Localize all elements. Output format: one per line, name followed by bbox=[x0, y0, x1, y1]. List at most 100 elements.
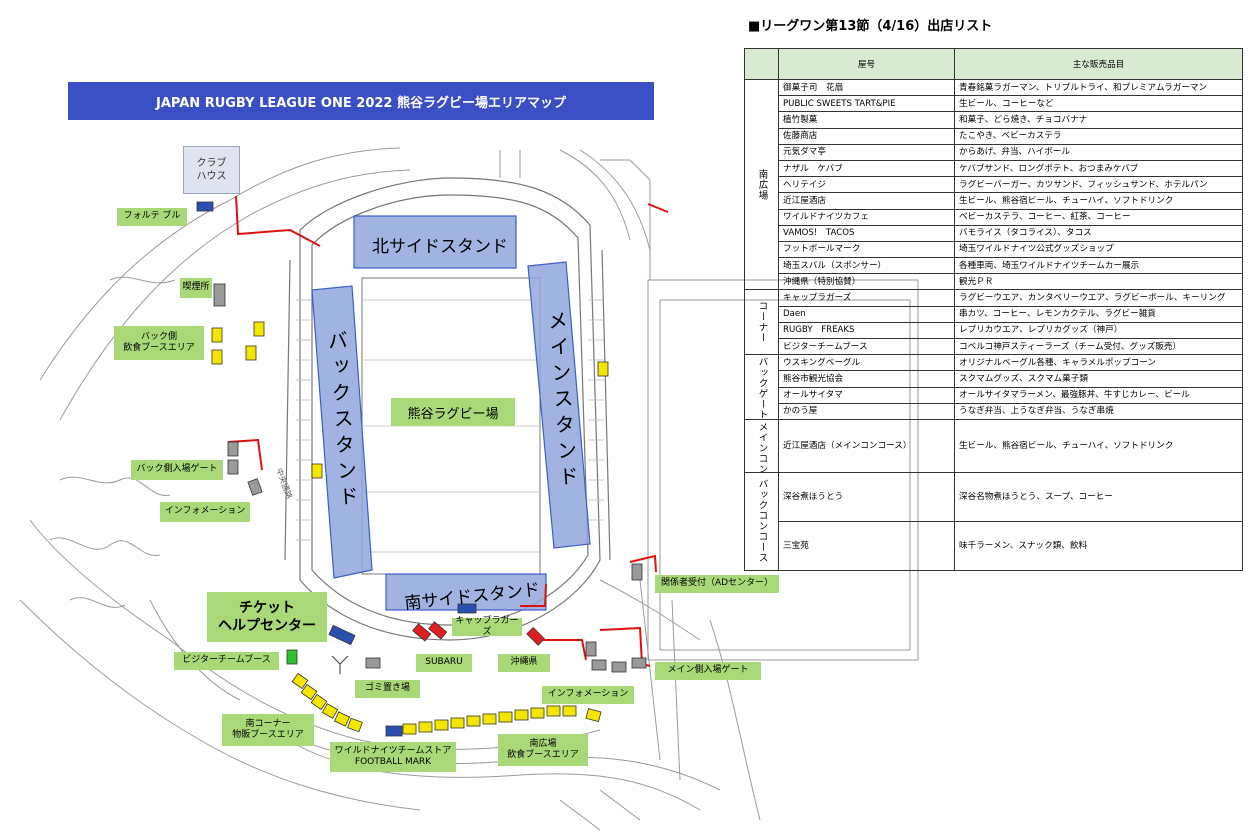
table-row: 埼玉スバル（スポンサー）各種車両、埼玉ワイルドナイツチームカー展示 bbox=[745, 257, 1243, 275]
main-stand bbox=[527, 261, 591, 549]
map-title-banner: JAPAN RUGBY LEAGUE ONE 2022 熊谷ラグビー場エリアマッ… bbox=[68, 82, 654, 120]
shop-name-cell: ウスキングベーグル bbox=[778, 354, 955, 372]
shop-items-cell: 串カツ、コーヒー、レモンカクテル、ラグビー雑貨 bbox=[954, 305, 1243, 323]
shop-name-cell: PUBLIC SWEETS TART&PIE bbox=[778, 95, 955, 113]
shop-name-cell: フットボールマーク bbox=[778, 240, 955, 259]
shop-items-cell: 和菓子、どら焼き、チョコバナナ bbox=[954, 111, 1243, 129]
label-ticket-help-center: チケット ヘルプセンター bbox=[207, 592, 327, 642]
label-team-store: ワイルドナイツチームストア FOOTBALL MARK bbox=[330, 742, 456, 772]
shop-name-cell: 御菓子司 花扇 bbox=[778, 78, 955, 97]
shop-name-cell: VAMOS! TACOS bbox=[778, 224, 955, 242]
label-garbage: ゴミ置き場 bbox=[355, 680, 420, 698]
shop-items-cell: オリジナルベーグル各種、キャラメルポップコーン bbox=[954, 354, 1243, 372]
shop-name-cell: オールサイタマ bbox=[778, 386, 955, 404]
table-row: フットボールマーク埼玉ワイルドナイツ公式グッズショップ bbox=[745, 240, 1243, 259]
shop-items-cell: ベビーカステラ、コーヒー、紅茶、コーヒー bbox=[954, 208, 1243, 226]
table-row: 沖縄県（特別協賛）観光ＰＲ bbox=[745, 273, 1243, 291]
label-okinawa: 沖縄県 bbox=[498, 654, 550, 672]
clubhouse-label: クラブ ハウス bbox=[183, 146, 240, 194]
table-row: コーナーキャップラガーズラグビーウエア、カンタベリーウエア、ラグビーボール、キー… bbox=[744, 289, 1243, 356]
table-row: オールサイタマオールサイタマラーメン、最強豚丼、牛すじカレー、ビール bbox=[745, 386, 1243, 404]
label-back-gate: バック側入場ゲート bbox=[131, 460, 223, 480]
shop-items-cell: オールサイタマラーメン、最強豚丼、牛すじカレー、ビール bbox=[954, 386, 1243, 404]
shop-name-cell: 熊谷市観光協会 bbox=[778, 370, 955, 388]
shop-name-cell: 近江屋酒店 bbox=[778, 192, 955, 210]
label-main-gate: メイン側入場ゲート bbox=[655, 662, 761, 680]
shop-name-cell: 植竹製菓 bbox=[778, 111, 955, 129]
shop-items-cell: レプリカウエア、レプリカグッズ（神戸） bbox=[954, 321, 1243, 340]
area-cell: コーナー bbox=[744, 289, 779, 356]
label-back-food-area: バック側 飲食ブースエリア bbox=[114, 326, 204, 360]
table-row: 三宝苑味千ラーメン、スナック類、飲料 bbox=[745, 520, 1243, 571]
booths-red bbox=[412, 621, 546, 646]
table-row: ビジターチームブースコベルコ神戸スティーラーズ（チーム受付、グッズ販売） bbox=[745, 337, 1243, 356]
area-cell: バックコンコース bbox=[744, 471, 779, 571]
shop-items-cell: 青春銘菓ラガーマン、トリプルトライ、和プレミアムラガーマン bbox=[954, 78, 1243, 97]
shop-name-cell: ビジターチームブース bbox=[778, 337, 955, 356]
area-cell: バックゲート bbox=[744, 354, 779, 420]
table-row: かのう屋うなぎ弁当、上うなぎ弁当、うなぎ串焼 bbox=[745, 402, 1243, 420]
shop-list-table: 屋号 主な販売品目 南広場御菓子司 花扇青春銘菓ラガーマン、トリプルトライ、和プ… bbox=[744, 48, 1243, 571]
back-stand bbox=[311, 285, 373, 579]
shop-items-cell: 深谷名物煮ほうとう、スープ、コーヒー bbox=[954, 471, 1243, 522]
table-row: 南広場御菓子司 花扇青春銘菓ラガーマン、トリプルトライ、和プレミアムラガーマン bbox=[744, 78, 1243, 291]
table-row: バックコンコース深谷煮ほうとう深谷名物煮ほうとう、スープ、コーヒー bbox=[744, 471, 1243, 571]
table-row: 佐藤商店たこやき、ベビーカステラ bbox=[745, 127, 1243, 145]
shop-items-cell: 各種車両、埼玉ワイルドナイツチームカー展示 bbox=[954, 257, 1243, 275]
shop-name-cell: 沖縄県（特別協賛） bbox=[778, 273, 955, 291]
table-row: ヘリテイジラグビーバーガー、カツサンド、フィッシュサンド、ホテルパン bbox=[745, 176, 1243, 194]
shop-name-cell: 三宝苑 bbox=[778, 520, 955, 571]
shop-items-cell: からあげ、弁当、ハイボール bbox=[954, 143, 1243, 161]
north-stand-label: 北サイドスタンド bbox=[372, 237, 508, 257]
shop-name-cell: 深谷煮ほうとう bbox=[778, 471, 955, 522]
shop-list-title: ■リーグワン第13節（4/16）出店リスト bbox=[748, 19, 993, 34]
shop-name-cell: Daen bbox=[778, 305, 955, 323]
booths-yellow bbox=[211, 321, 609, 735]
shop-name-cell: ワイルドナイツカフェ bbox=[778, 208, 955, 226]
table-row: 植竹製菓和菓子、どら焼き、チョコバナナ bbox=[745, 111, 1243, 129]
pitch-lines bbox=[362, 299, 540, 553]
shop-items-cell: 味千ラーメン、スナック類、飲料 bbox=[954, 520, 1243, 571]
shop-name-cell: 近江屋酒店（メインコンコース） bbox=[778, 418, 955, 473]
table-row: 元気ダマ亭からあげ、弁当、ハイボール bbox=[745, 143, 1243, 161]
field-label: 熊谷ラグビー場 bbox=[391, 398, 515, 426]
stadium-outline bbox=[284, 177, 611, 641]
label-info-west: インフォメーション bbox=[160, 502, 250, 522]
shop-items-cell: 生ビール、熊谷宿ビール、チューハイ、ソフトドリンク bbox=[954, 192, 1243, 210]
shop-items-cell: 生ビール、熊谷宿ビール、チューハイ、ソフトドリンク bbox=[954, 418, 1243, 473]
shop-name-cell: 埼玉スバル（スポンサー） bbox=[778, 257, 955, 275]
table-row: メインコンコース近江屋酒店（メインコンコース）生ビール、熊谷宿ビール、チューハイ… bbox=[744, 418, 1243, 473]
table-row: バックゲートウスキングベーグルオリジナルベーグル各種、キャラメルポップコーン bbox=[744, 354, 1243, 420]
shop-items-cell: コベルコ神戸スティーラーズ（チーム受付、グッズ販売） bbox=[954, 337, 1243, 356]
shop-items-cell: 埼玉ワイルドナイツ公式グッズショップ bbox=[954, 240, 1243, 259]
shop-items-cell: ケバブサンド、ロングポテト、おつまみケバブ bbox=[954, 159, 1243, 178]
label-smoking-area: 喫煙所 bbox=[180, 278, 212, 298]
access-routes bbox=[227, 195, 669, 667]
shop-items-cell: ラグビーウエア、カンタベリーウエア、ラグビーボール、キーリング bbox=[954, 289, 1243, 307]
shop-items-cell: 生ビール、コーヒーなど bbox=[954, 95, 1243, 113]
booths-gray bbox=[213, 283, 647, 673]
stand-seating bbox=[296, 299, 604, 541]
stand-overlays bbox=[311, 215, 591, 611]
shop-name-cell: ナザル ケバブ bbox=[778, 159, 955, 178]
shop-items-cell: ラグビーバーガー、カツサンド、フィッシュサンド、ホテルパン bbox=[954, 176, 1243, 194]
shop-name-cell: RUGBY FREAKS bbox=[778, 321, 955, 340]
label-visitor-booth: ビジターチームブース bbox=[174, 652, 279, 670]
shop-name-cell: かのう屋 bbox=[778, 402, 955, 420]
table-row: 熊谷市観光協会スクマムグッズ、スクマム菓子類 bbox=[745, 370, 1243, 388]
label-cap-ragers: キャップラガーズ bbox=[452, 616, 522, 637]
booths-blue bbox=[196, 201, 477, 737]
garbage-marker bbox=[331, 655, 349, 674]
header-blank bbox=[744, 48, 779, 80]
shop-name-cell: 佐藤商店 bbox=[778, 127, 955, 145]
area-cell: メインコンコース bbox=[744, 418, 779, 473]
shop-name-cell: 元気ダマ亭 bbox=[778, 143, 955, 161]
table-row: 近江屋酒店生ビール、熊谷宿ビール、チューハイ、ソフトドリンク bbox=[745, 192, 1243, 210]
shop-items-cell: たこやき、ベビーカステラ bbox=[954, 127, 1243, 145]
area-cell: 南広場 bbox=[744, 78, 779, 291]
